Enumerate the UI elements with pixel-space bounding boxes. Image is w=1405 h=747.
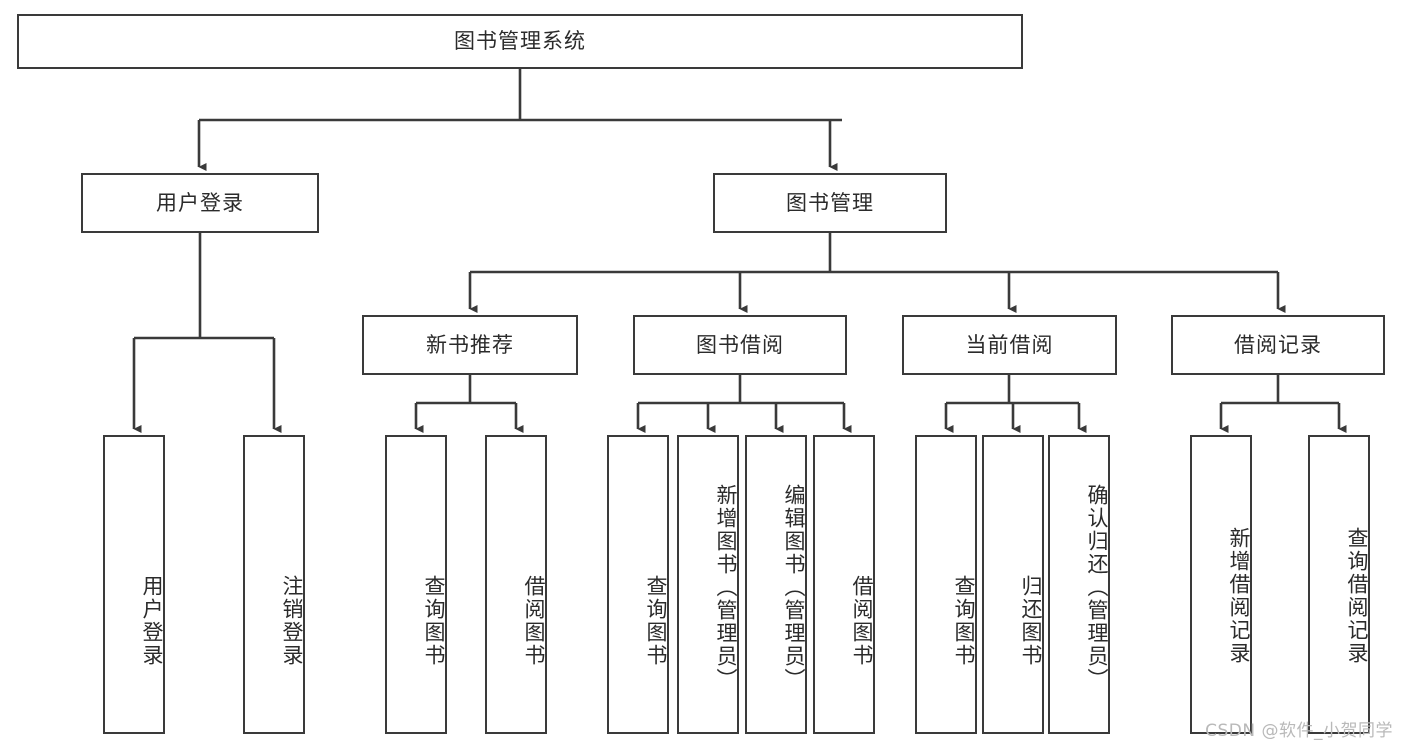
node-leaf-query-book-current-label: 查询图书 bbox=[952, 574, 976, 667]
node-leaf-add-book[interactable]: 新增图书（管理员） bbox=[677, 435, 739, 734]
node-current-borrow-label: 当前借阅 bbox=[965, 332, 1054, 357]
node-leaf-query-book-borrow[interactable]: 查询图书 bbox=[607, 435, 669, 734]
node-leaf-query-borrow-record[interactable]: 查询借阅记录 bbox=[1308, 435, 1370, 734]
node-leaf-query-book-borrow-label: 查询图书 bbox=[644, 574, 668, 667]
node-leaf-add-borrow-record[interactable]: 新增借阅记录 bbox=[1190, 435, 1252, 734]
node-leaf-borrow-book-recommend[interactable]: 借阅图书 bbox=[485, 435, 547, 734]
node-book-borrow[interactable]: 图书借阅 bbox=[633, 315, 847, 375]
node-book-management-label: 图书管理 bbox=[786, 190, 874, 215]
node-leaf-borrow-book[interactable]: 借阅图书 bbox=[813, 435, 875, 734]
node-current-borrow[interactable]: 当前借阅 bbox=[902, 315, 1117, 375]
node-leaf-user-login[interactable]: 用户登录 bbox=[103, 435, 165, 734]
node-borrow-record[interactable]: 借阅记录 bbox=[1171, 315, 1385, 375]
node-leaf-add-borrow-record-label: 新增借阅记录 bbox=[1227, 526, 1251, 665]
node-leaf-edit-book-label: 编辑图书（管理员） bbox=[782, 484, 806, 691]
node-root-label: 图书管理系统 bbox=[454, 29, 586, 54]
node-leaf-confirm-return[interactable]: 确认归还（管理员） bbox=[1048, 435, 1110, 734]
node-new-book-recommend-label: 新书推荐 bbox=[426, 332, 514, 357]
node-leaf-query-book-current[interactable]: 查询图书 bbox=[915, 435, 977, 734]
node-new-book-recommend[interactable]: 新书推荐 bbox=[362, 315, 578, 375]
node-leaf-return-book[interactable]: 归还图书 bbox=[982, 435, 1044, 734]
node-leaf-query-book-recommend[interactable]: 查询图书 bbox=[385, 435, 447, 734]
node-leaf-add-book-label: 新增图书（管理员） bbox=[714, 484, 738, 691]
node-leaf-borrow-book-recommend-label: 借阅图书 bbox=[522, 574, 546, 667]
node-leaf-query-borrow-record-label: 查询借阅记录 bbox=[1345, 526, 1369, 665]
node-leaf-borrow-book-label: 借阅图书 bbox=[850, 574, 874, 667]
node-book-borrow-label: 图书借阅 bbox=[696, 332, 784, 357]
node-leaf-edit-book[interactable]: 编辑图书（管理员） bbox=[745, 435, 807, 734]
node-leaf-user-login-label: 用户登录 bbox=[140, 574, 164, 667]
node-user-login[interactable]: 用户登录 bbox=[81, 173, 319, 233]
node-book-management[interactable]: 图书管理 bbox=[713, 173, 947, 233]
node-leaf-user-logout-label: 注销登录 bbox=[280, 574, 304, 667]
node-leaf-user-logout[interactable]: 注销登录 bbox=[243, 435, 305, 734]
node-borrow-record-label: 借阅记录 bbox=[1234, 332, 1322, 357]
node-root[interactable]: 图书管理系统 bbox=[17, 14, 1023, 69]
node-user-login-label: 用户登录 bbox=[156, 190, 244, 215]
node-leaf-confirm-return-label: 确认归还（管理员） bbox=[1085, 484, 1109, 691]
node-leaf-return-book-label: 归还图书 bbox=[1019, 574, 1043, 667]
watermark-text: CSDN @软件_小贺同学 bbox=[1205, 721, 1393, 741]
node-leaf-query-book-recommend-label: 查询图书 bbox=[422, 574, 446, 667]
